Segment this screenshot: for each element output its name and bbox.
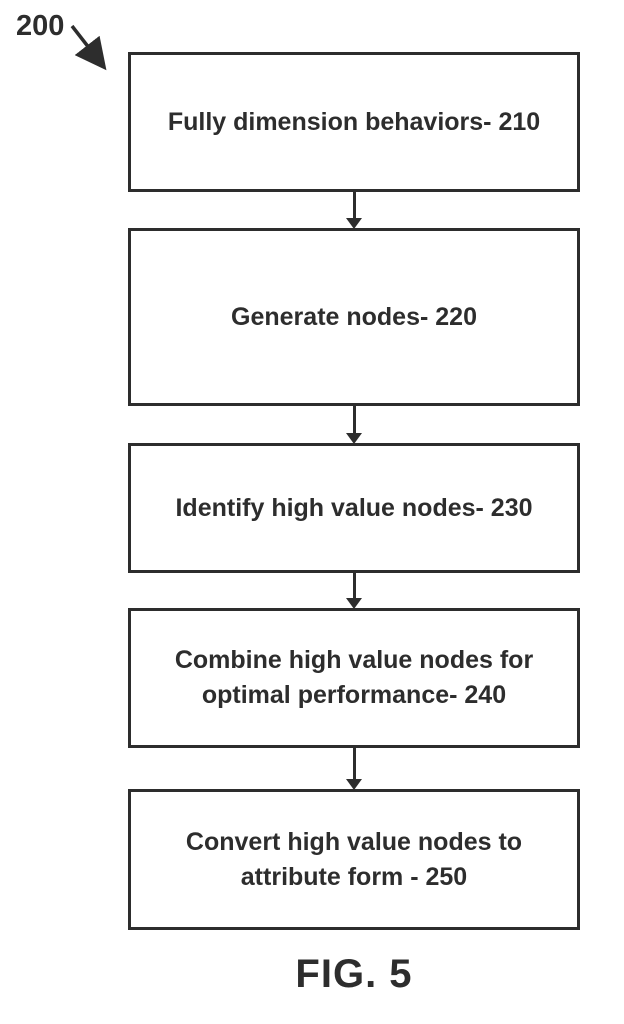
figure-reference-label: 200 (16, 10, 65, 42)
figure-caption: FIG. 5 (295, 952, 413, 996)
flow-step-identify-high-value-nodes: Identify high value nodes- 230 (128, 443, 580, 573)
flow-step-fully-dimension-behaviors: Fully dimension behaviors- 210 (128, 52, 580, 192)
flow-arrow-down-icon (346, 192, 363, 229)
flow-step-combine-high-value-nodes: Combine high value nodes for optimal per… (128, 608, 580, 748)
flow-arrow-down-icon (346, 748, 363, 790)
flow-step-label: Combine high value nodes for optimal per… (174, 646, 534, 709)
flow-arrow-down-icon (346, 406, 363, 444)
arrow-head (346, 218, 362, 229)
arrow-shaft (353, 573, 356, 601)
arrow-shaft (353, 192, 356, 221)
flow-step-label: Identify high value nodes- 230 (175, 493, 533, 522)
flow-step-label: Fully dimension behaviors- 210 (167, 107, 541, 136)
arrow-shaft (353, 748, 356, 782)
arrow-head (346, 433, 362, 444)
flow-step-convert-to-attribute-form: Convert high value nodes to attribute fo… (128, 789, 580, 930)
flow-step-label: Generate nodes- 220 (231, 302, 477, 331)
arrow-head (346, 779, 362, 790)
arrow-shaft (353, 406, 356, 436)
arrow-head (346, 598, 362, 609)
flow-arrow-down-icon (346, 573, 363, 609)
reference-pointer-arrow-icon (70, 24, 107, 71)
flow-step-label: Convert high value nodes to attribute fo… (185, 827, 523, 891)
flow-step-generate-nodes: Generate nodes- 220 (128, 228, 580, 406)
